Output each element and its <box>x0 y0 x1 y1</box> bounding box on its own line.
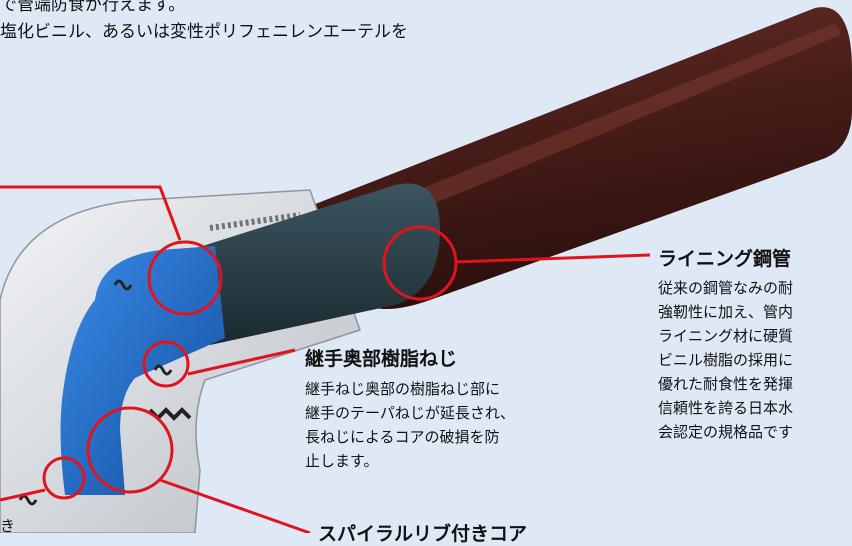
intro-line-2: 塩化ビニル、あるいは変性ポリフェニレンエーテルを <box>0 22 408 42</box>
resin-thread-line: 長ねじによるコアの破損を防 <box>305 428 500 446</box>
pipe-highlight <box>380 24 840 222</box>
callouts <box>0 185 651 535</box>
callout-circle-core <box>86 406 174 494</box>
label-resin-thread-title: 継手奥部樹脂ねじ <box>305 348 458 370</box>
label-lining-pipe-title: ライニング鋼管 <box>658 248 792 270</box>
thread-mark-2 <box>153 364 173 376</box>
callout-line-bottom <box>0 488 46 502</box>
lining-pipe-line: 会認定の規格品です <box>658 423 794 441</box>
callout-circle-thread <box>142 340 190 388</box>
thread-mark-3 <box>18 494 38 506</box>
callout-line-top <box>0 185 182 241</box>
blue-lining-bend <box>60 246 225 495</box>
callout-circle-top <box>147 240 223 316</box>
label-lining-pipe-body: 従来の鋼管なみの耐 強靭性に加え、管内 ライニング材に硬質 ビニル樹脂の採用に … <box>658 276 793 444</box>
callout-circle-bottom <box>42 456 86 500</box>
resin-thread-line: 止します。 <box>305 452 379 470</box>
label-bottom-left: き <box>0 517 16 535</box>
callout-line-core <box>159 478 311 535</box>
resin-thread-line: 継手ねじ奥部の樹脂ねじ部に <box>305 380 501 398</box>
callout-line-pipe <box>454 253 651 264</box>
lining-pipe-line: 信頼性を誇る日本水 <box>658 399 794 417</box>
lining-pipe-line: ライニング材に硬質 <box>658 327 794 345</box>
lining-pipe-line: ビニル樹脂の採用に <box>658 351 794 369</box>
pipe-fitting-cutaway <box>0 7 852 535</box>
label-resin-thread-body: 継手ねじ奥部の樹脂ねじ部に 継手のテーパねじが延長され、 長ねじによるコアの破損… <box>305 377 515 473</box>
callout-line-thread <box>187 348 296 376</box>
thread-mark-1 <box>113 279 133 291</box>
pipe-core-section <box>190 183 440 345</box>
intro-line-1: で管端防食が行えます。 <box>0 0 186 15</box>
lining-pipe-line: 強靭性に加え、管内 <box>658 303 794 321</box>
lining-pipe-line: 従来の鋼管なみの耐 <box>658 279 794 297</box>
lining-pipe-line: 優れた耐食性を発揮 <box>658 375 794 393</box>
resin-thread-line: 継手のテーパねじが延長され、 <box>305 404 516 422</box>
